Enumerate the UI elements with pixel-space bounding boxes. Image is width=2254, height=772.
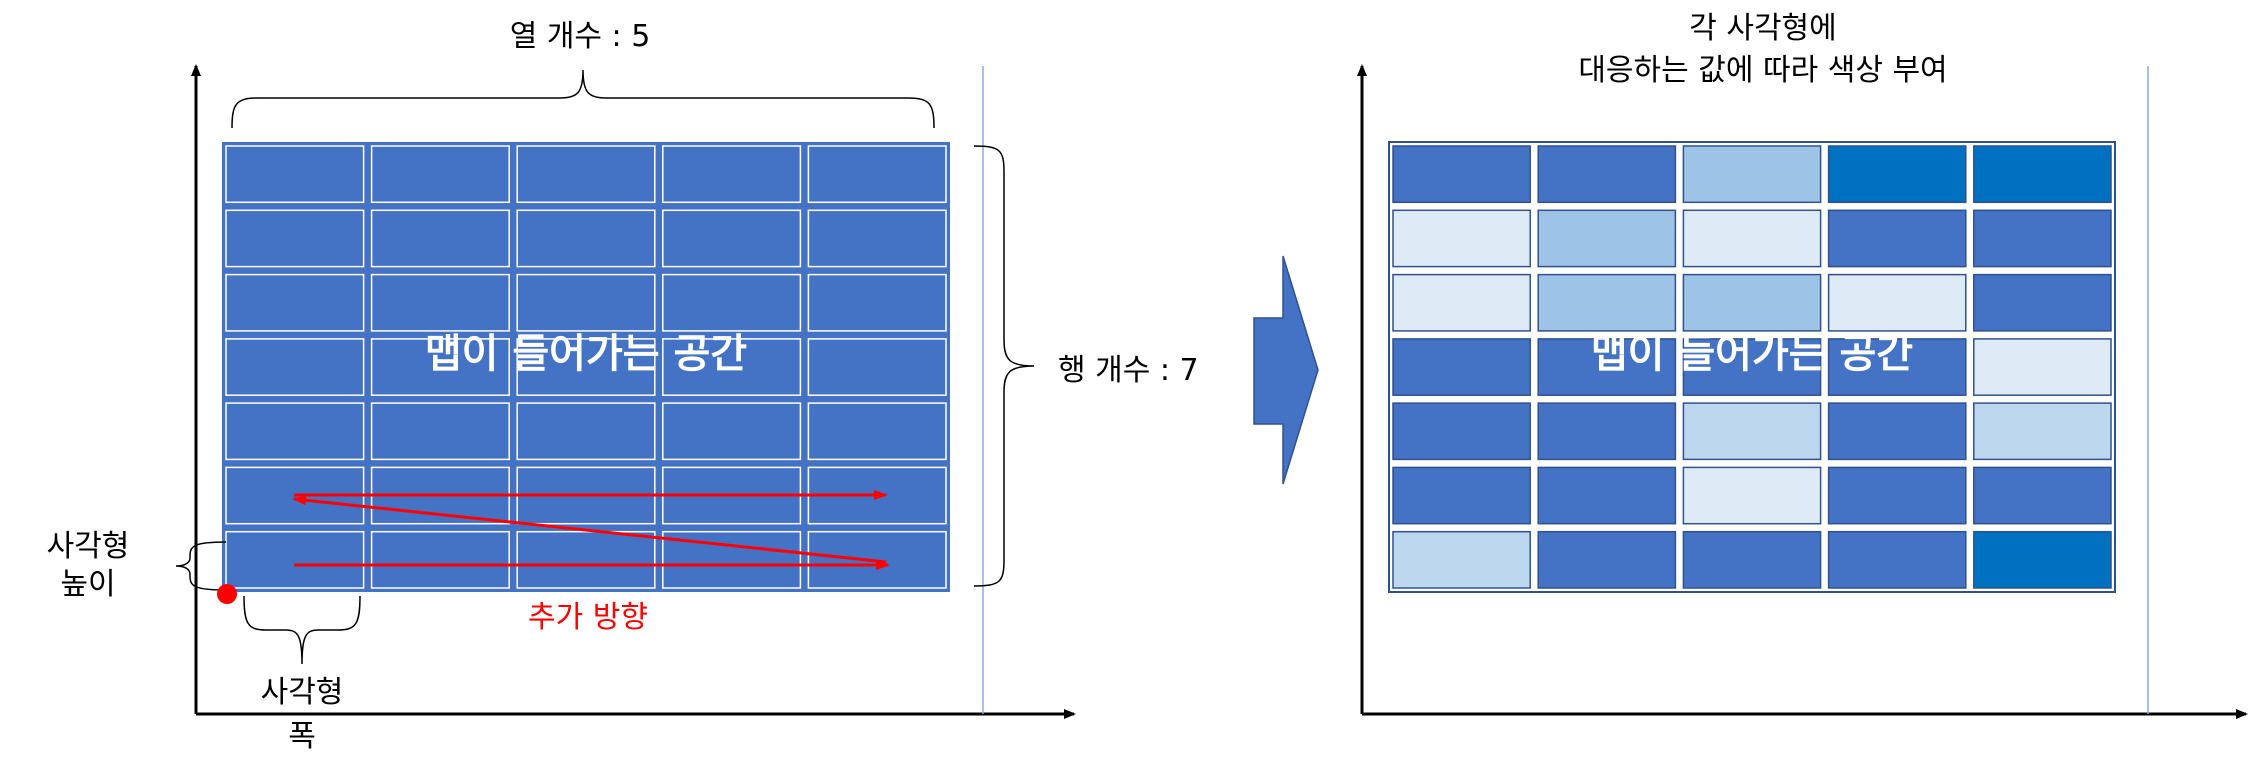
grid-cell [225, 209, 365, 268]
rect-height-label-line1: 사각형 [47, 529, 130, 564]
rows-label: 행 개수 : 7 [1058, 353, 1199, 388]
grid-cell [1537, 402, 1677, 461]
grid-cell [662, 338, 802, 396]
rect-width-brace [243, 595, 361, 665]
rect-height-label-line2: 높이 [60, 567, 115, 602]
grid-cell [1682, 530, 1822, 589]
grid-cell [1682, 402, 1822, 461]
grid-cell [1537, 530, 1677, 589]
grid-cell [370, 338, 510, 396]
grid-cell [1392, 530, 1531, 589]
right-cell-grid [1392, 145, 2112, 589]
grid-cell [1973, 530, 2112, 589]
grid-cell [1827, 530, 1967, 589]
right-title-line2: 대응하는 값에 따라 색상 부여 [1578, 53, 1947, 88]
right-panel: 각 사각형에 대응하는 값에 따라 색상 부여 맵이 들어가는 공간 [1357, 11, 2248, 719]
grid-cell [516, 209, 656, 268]
grid-cell [516, 338, 656, 396]
grid-cell [1827, 145, 1967, 204]
grid-cell [1537, 273, 1677, 332]
grid-cell [1973, 402, 2112, 461]
grid-cell [662, 209, 802, 268]
columns-brace [231, 69, 935, 129]
grid-cell [662, 402, 802, 461]
grid-cell [1827, 338, 1967, 396]
grid-cell [1392, 402, 1531, 461]
grid-cell [662, 273, 802, 332]
grid-cell [1827, 209, 1967, 268]
grid-cell [1973, 209, 2112, 268]
grid-cell [516, 402, 656, 461]
grid-cell [807, 273, 947, 332]
grid-cell [225, 530, 365, 589]
grid-cell [807, 209, 947, 268]
grid-cell [516, 273, 656, 332]
grid-cell [1392, 145, 1531, 204]
grid-cell [225, 145, 365, 204]
grid-cell [1537, 209, 1677, 268]
rect-width-label-line2: 폭 [288, 719, 316, 754]
origin-dot [217, 584, 237, 604]
direction-arrow-return [292, 495, 887, 564]
rect-width-label-line1: 사각형 [261, 675, 344, 710]
grid-cell [370, 402, 510, 461]
grid-cell [225, 273, 365, 332]
grid-cell [1682, 338, 1822, 396]
grid-cell [370, 273, 510, 332]
grid-cell [807, 145, 947, 204]
grid-cell [1682, 209, 1822, 268]
grid-cell [1392, 273, 1531, 332]
grid-cell [1537, 466, 1677, 525]
grid-cell [1827, 402, 1967, 461]
grid-cell [370, 209, 510, 268]
left-map-space-label: 맵이 들어가는 공간 [425, 331, 747, 377]
rows-brace [973, 145, 1035, 587]
left-panel: 맵이 들어가는 공간 열 개수 : 5 행 개수 : 7 사각형 높이 사각형 … [47, 19, 1199, 754]
grid-cell [516, 145, 656, 204]
grid-cell [1682, 273, 1822, 332]
grid-cell [1973, 145, 2112, 204]
grid-cell [370, 530, 510, 589]
grid-cell [225, 402, 365, 461]
grid-cell [1973, 273, 2112, 332]
grid-cell [1537, 145, 1677, 204]
grid-cell [1827, 273, 1967, 332]
grid-cell [1827, 466, 1967, 525]
grid-cell [1973, 466, 2112, 525]
grid-cell [1973, 338, 2112, 396]
right-map-space-label: 맵이 들어가는 공간 [1591, 331, 1913, 377]
grid-cell [807, 402, 947, 461]
columns-label: 열 개수 : 5 [510, 19, 651, 54]
transition-arrow [1253, 255, 1319, 485]
grid-cell [1537, 338, 1677, 396]
direction-label: 추가 방향 [528, 600, 648, 635]
rect-height-brace [175, 541, 227, 591]
grid-cell [1392, 209, 1531, 268]
grid-cell [370, 145, 510, 204]
grid-cell [516, 530, 656, 589]
grid-cell [1392, 338, 1531, 396]
right-title-line1: 각 사각형에 [1689, 11, 1837, 46]
grid-cell [662, 145, 802, 204]
grid-cell [1682, 466, 1822, 525]
grid-cell [225, 338, 365, 396]
grid-cell [1682, 145, 1822, 204]
grid-cell [1392, 466, 1531, 525]
grid-cell [807, 338, 947, 396]
